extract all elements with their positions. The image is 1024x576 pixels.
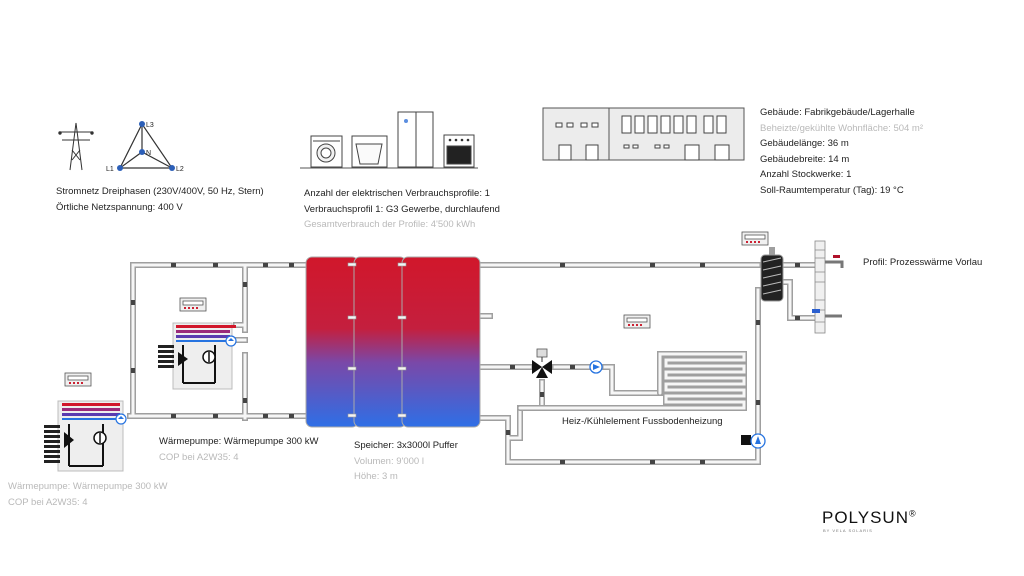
circulation-pump-icon — [589, 360, 603, 374]
power-pylon-icon — [58, 122, 94, 171]
building-line-4: Gebäudebreite: 14 m — [760, 153, 850, 165]
floor-heating-label: Heiz-/Kühlelement Fussbodenheizung — [562, 416, 723, 427]
storage-info: Speicher: 3x3000l Puffer Volumen: 9'000 … — [354, 438, 458, 485]
heat-pump-1-info: Wärmepumpe: Wärmepumpe 300 kW COP bei A2… — [159, 434, 318, 465]
heat-pump-1-icon — [158, 322, 237, 390]
heat-pump-2-icon — [44, 400, 127, 472]
heat-pump-2-line-1: Wärmepumpe: Wärmepumpe 300 kW — [8, 481, 168, 492]
polysun-logo: POLYSUN® — [822, 508, 917, 528]
phase-label-l2: L2 — [176, 166, 184, 173]
phase-label-l3: L3 — [146, 122, 154, 129]
controller-display-icons — [64, 231, 769, 387]
heat-pump-1-line-2: COP bei A2W35: 4 — [159, 451, 239, 463]
storage-tanks — [305, 256, 481, 428]
heat-pump-2-line-2: COP bei A2W35: 4 — [8, 496, 88, 508]
return-pump-icon — [741, 433, 766, 449]
phase-label-n: N — [146, 150, 151, 157]
logo-subtitle: BY VELA SOLARIS — [823, 528, 873, 533]
controller-icon — [179, 297, 207, 312]
building-info: Gebäude: Fabrikgebäude/Lagerhalle Beheiz… — [760, 105, 923, 198]
grid-line-1: Stromnetz Dreiphasen (230V/400V, 50 Hz, … — [56, 186, 264, 197]
logo-name: POLYSUN — [822, 508, 909, 527]
building-icon — [542, 107, 745, 161]
process-heat-taps-icon — [812, 240, 844, 334]
controller-icon — [741, 231, 769, 246]
building-line-2: Beheizte/gekühlte Wohnfläche: 504 m² — [760, 122, 924, 134]
grid-line-2: Örtliche Netzspannung: 400 V — [56, 201, 183, 213]
heat-pump-1-line-1: Wärmepumpe: Wärmepumpe 300 kW — [159, 436, 319, 447]
heat-exchanger-icon — [760, 254, 784, 302]
building-line-1: Gebäude: Fabrikgebäude/Lagerhalle — [760, 107, 915, 118]
controller-icon — [623, 314, 651, 329]
consumer-line-3: Gesamtverbrauch der Profile: 4'500 kWh — [304, 219, 476, 230]
grid-info: Stromnetz Dreiphasen (230V/400V, 50 Hz, … — [56, 184, 264, 215]
storage-line-3: Höhe: 3 m — [354, 471, 398, 482]
building-line-3: Gebäudelänge: 36 m — [760, 138, 849, 149]
consumer-info: Anzahl der elektrischen Verbrauchsprofil… — [304, 186, 500, 233]
floor-heating-coil-icon — [517, 351, 747, 411]
logo-mark: ® — [909, 508, 917, 519]
storage-line-2: Volumen: 9'000 l — [354, 455, 424, 467]
appliances-icon — [300, 111, 478, 169]
mixing-valve-icon — [532, 348, 552, 378]
building-line-5: Anzahl Stockwerke: 1 — [760, 169, 852, 180]
star-connection-icon: L3 N L1 L2 — [106, 121, 184, 173]
heat-pump-2-info: Wärmepumpe: Wärmepumpe 300 kW COP bei A2… — [8, 479, 167, 510]
storage-line-1: Speicher: 3x3000l Puffer — [354, 440, 458, 451]
consumer-line-1: Anzahl der elektrischen Verbrauchsprofil… — [304, 188, 490, 199]
phase-label-l1: L1 — [106, 166, 114, 173]
building-line-6: Soll-Raumtemperatur (Tag): 19 °C — [760, 184, 904, 196]
process-heat-label: Profil: Prozesswärme Vorlau — [863, 257, 983, 268]
controller-icon — [64, 372, 92, 387]
consumer-line-2: Verbrauchsprofil 1: G3 Gewerbe, durchlau… — [304, 203, 500, 215]
